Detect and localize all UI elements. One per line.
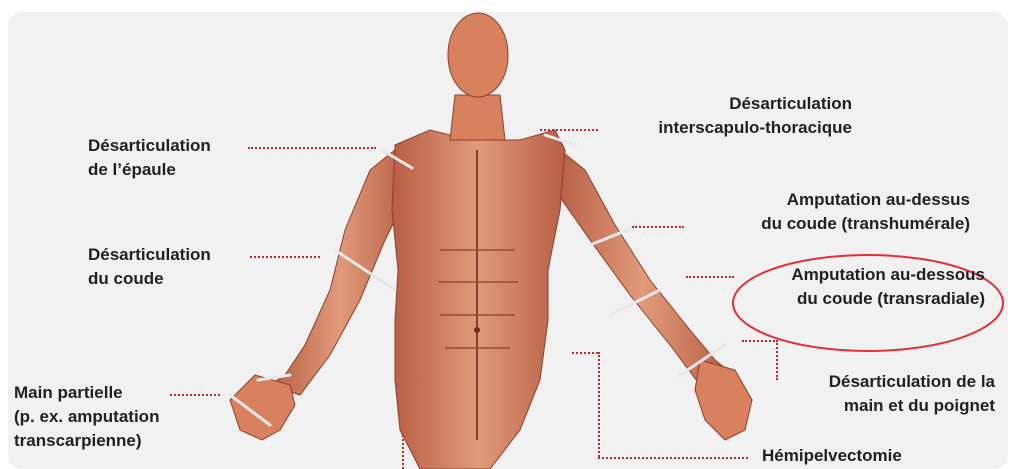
below-elbow-leader (686, 276, 734, 278)
label-above-elbow: Amputation au-dessus du coude (transhumé… (690, 188, 970, 236)
pelvis-leader-top (572, 352, 598, 354)
label-shoulder: Désarticulation de l’épaule (88, 134, 211, 182)
hand-leader (170, 394, 220, 396)
label-interscapulothoracic: Désarticulation interscapulo-thoracique (600, 92, 852, 140)
label-below-elbow: Amputation au-dessous du coude (transrad… (740, 263, 985, 311)
label-partial-hand: Main partielle (p. ex. amputation transc… (14, 381, 159, 453)
pelvis-leader-v (598, 352, 600, 457)
lower-limb-leader (402, 435, 404, 469)
label-wrist: Désarticulation de la main et du poignet (760, 370, 995, 418)
interscap-leader (540, 129, 598, 131)
elbow-leader (250, 256, 320, 258)
pelvis-leader-h (598, 457, 748, 459)
above-elbow-leader (632, 226, 684, 228)
label-hemipelvectomy: Hémipelvectomie (762, 444, 902, 468)
shoulder-leader (248, 147, 376, 149)
label-elbow: Désarticulation du coude (88, 243, 211, 291)
